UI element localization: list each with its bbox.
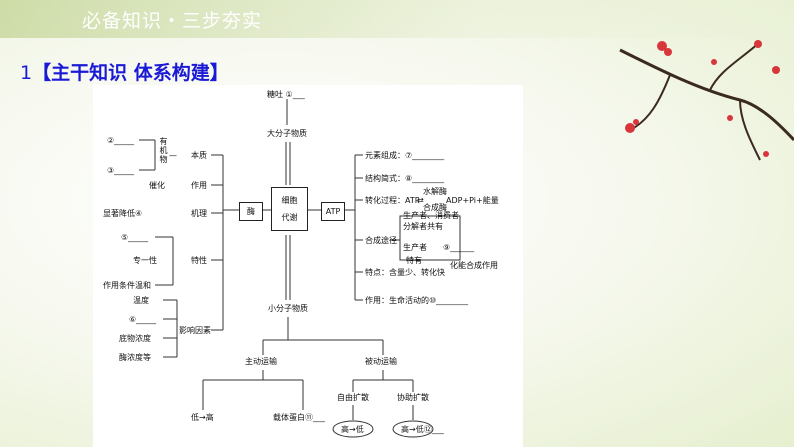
organic-char-2: 机: [159, 146, 168, 155]
section-label: 【主干知识 体系构建】: [32, 62, 229, 84]
node-enzyme-concentration: 酶浓度等: [119, 353, 151, 362]
node-active-transport: 主动运输: [245, 357, 277, 366]
blank-3: ③_____: [107, 166, 135, 175]
node-decomposer: 分解者共有: [403, 222, 443, 231]
node-passive-transport: 被动运输: [365, 357, 397, 366]
node-facilitated-diffusion: 协助扩散: [397, 393, 429, 402]
section-title: 1【主干知识 体系构建】: [20, 58, 229, 85]
concept-map: 糖吐 ①___ 大分子物质 细胞 代谢 酶 ATP 有 机 物 — 本质 ②__…: [93, 85, 523, 447]
center-line-1: 细胞: [281, 196, 298, 205]
connector-nature: —: [169, 151, 177, 160]
node-function: 作用: [191, 181, 207, 190]
node-macromolecule: 大分子物质: [267, 129, 307, 138]
node-temperature: 温度: [133, 296, 149, 305]
node-mechanism: 机理: [191, 209, 207, 218]
node-nature: 本质: [191, 151, 207, 160]
node-producer: 生产者: [403, 243, 427, 252]
element-text: 元素组成：⑦: [365, 151, 413, 160]
node-property: 特性: [191, 256, 207, 265]
node-catalysis: 催化: [149, 181, 165, 190]
blank-9: ⑨______: [443, 243, 475, 252]
top-label-text: 糖吐: [267, 90, 283, 99]
high-low-2-text: 高→低⑫: [401, 425, 432, 434]
node-mild-conditions: 作用条件温和: [103, 281, 151, 290]
node-unique: 特有: [406, 256, 422, 265]
node-carrier: 载体蛋白⑪___: [273, 413, 325, 422]
node-element: 元素组成：⑦________: [365, 151, 445, 160]
node-enzyme: 酶: [239, 202, 263, 221]
organic-char-3: 物: [159, 155, 168, 164]
node-top-label: 糖吐 ①___: [267, 90, 305, 99]
node-atp: ATP: [321, 202, 345, 221]
node-free-diffusion: 自由扩散: [337, 393, 369, 402]
node-substrate: 底物浓度: [119, 334, 151, 343]
node-producer-consumer: 生产者、消费者: [403, 211, 459, 220]
node-adp: ADP+Pi+能量: [446, 196, 499, 205]
center-line-2: 代谢: [281, 213, 298, 222]
blank-6: ⑥_____: [129, 315, 157, 324]
plum-blossom-decoration: [619, 40, 794, 161]
blank-2: ②_____: [107, 136, 135, 145]
node-high-to-low-free: 高→低: [341, 425, 364, 434]
node-mechanism-detail: 显著降低④: [103, 209, 143, 218]
arrow-conversion: ⇄: [417, 196, 424, 205]
node-micromolecule: 小分子物质: [268, 304, 308, 313]
node-high-to-low-facilitated: 高→低⑫___: [401, 425, 444, 434]
node-factors: 影响因素: [179, 326, 211, 335]
blank-9-text: ⑨: [443, 243, 451, 252]
blank-5: ⑤_____: [121, 233, 149, 242]
node-chemosynthesis: 化能合成作用: [450, 261, 498, 270]
node-pathway: 合成途径: [365, 236, 397, 245]
carrier-text: 载体蛋白⑪: [273, 413, 313, 422]
structure-text: 结构简式：⑧: [365, 174, 413, 183]
slide-header: 必备知识・三步夯实: [82, 10, 263, 32]
label-synthase: 合成酶: [423, 203, 447, 212]
blank-1: ①___: [285, 90, 305, 99]
node-structure: 结构简式：⑧________: [365, 174, 445, 183]
section-index: 1: [20, 62, 33, 84]
organic-char-1: 有: [159, 137, 168, 146]
connector-lines: [139, 99, 461, 438]
role-text: 作用：生命活动的⑩: [365, 296, 437, 305]
node-low-to-high: 低→高: [191, 413, 214, 422]
label-hydrolase: 水解酶: [423, 187, 447, 196]
node-conversion: 转化过程：ATP: [365, 196, 420, 205]
node-organic: 有 机 物: [159, 137, 168, 164]
node-role: 作用：生命活动的⑩________: [365, 296, 469, 305]
node-cell-metabolism: 细胞 代谢: [271, 187, 308, 231]
node-feature: 特点：含量少、转化快: [365, 268, 445, 277]
header-bar: [0, 0, 794, 38]
node-specificity: 专一性: [133, 256, 157, 265]
